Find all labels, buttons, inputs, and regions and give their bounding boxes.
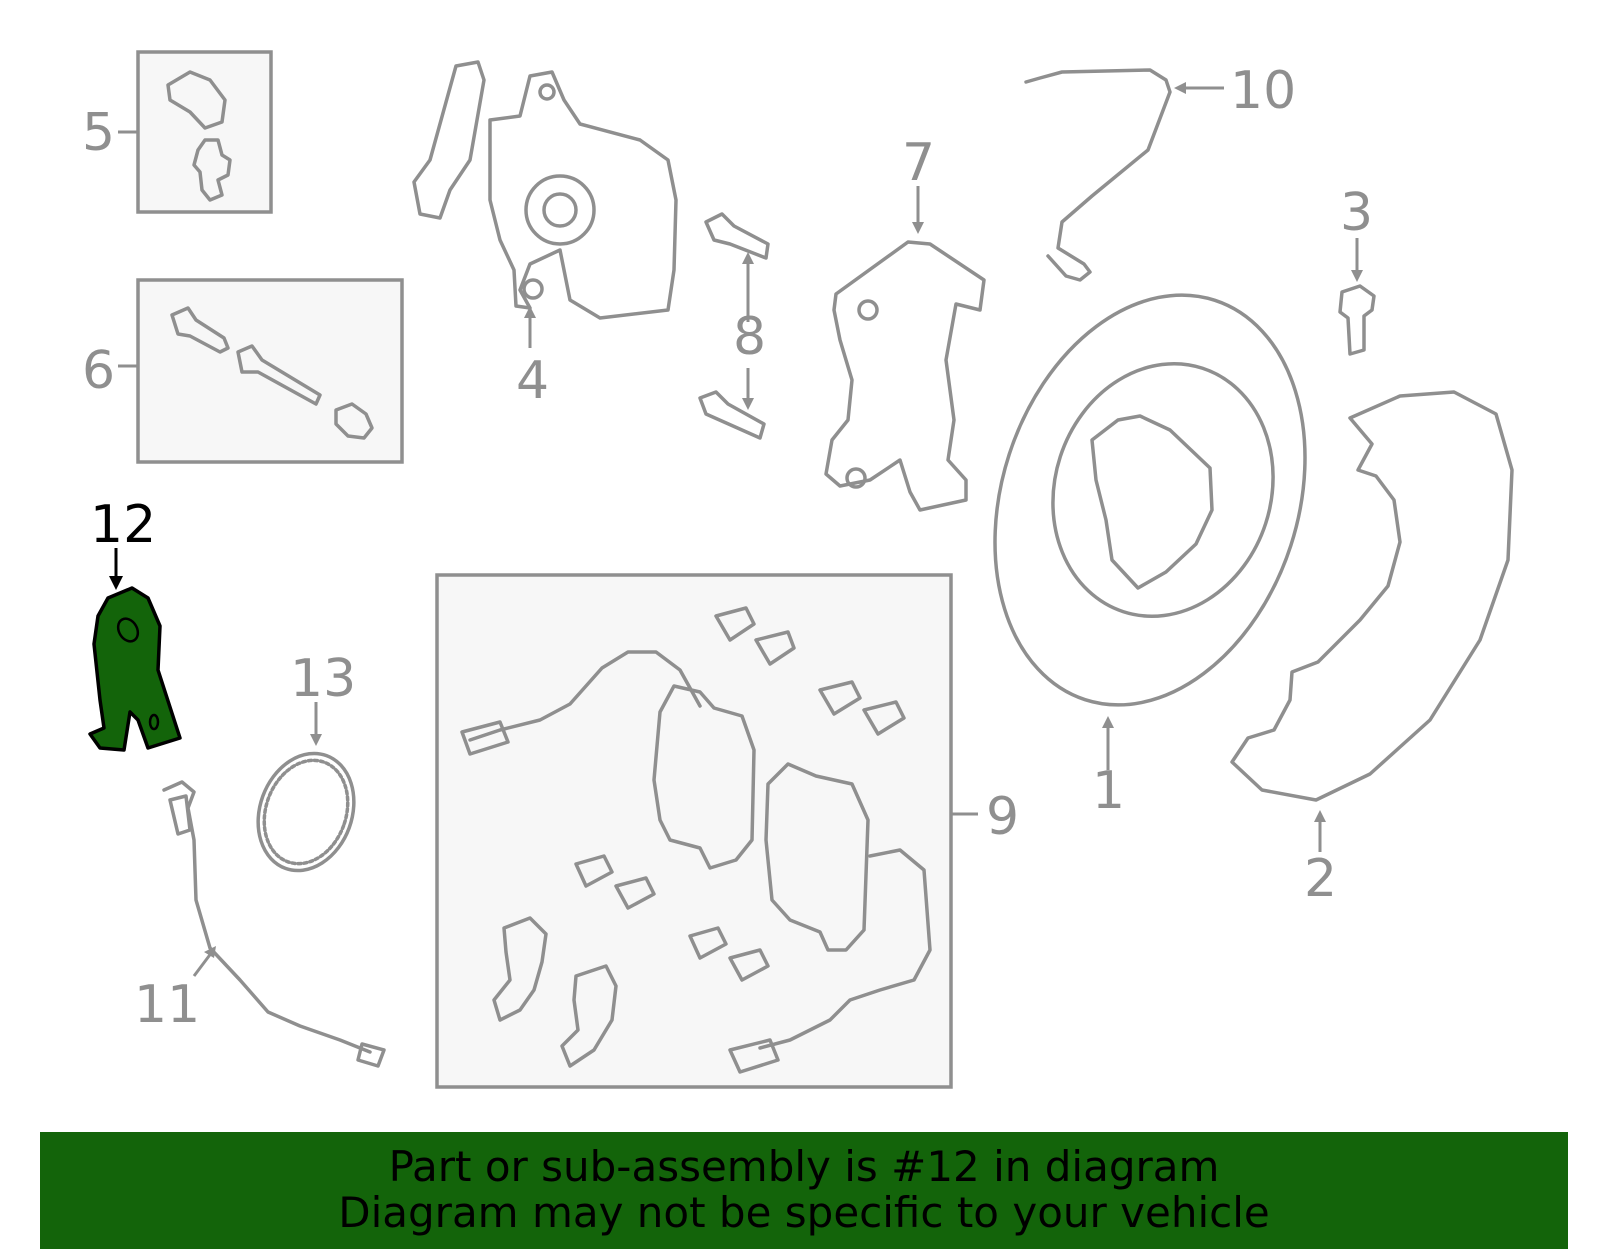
- part-12-hole-upper: [116, 617, 140, 643]
- callout-4: 4: [516, 351, 549, 411]
- part-12-group[interactable]: 12: [88, 495, 182, 752]
- part-11-arrow: [204, 946, 216, 958]
- part-4-bleeder-hole: [538, 83, 556, 101]
- part-9-sensor-plug-lower: [728, 1038, 780, 1074]
- part-3-bolt: [1338, 284, 1376, 356]
- banner-line-2: Diagram may not be specific to your vehi…: [338, 1188, 1270, 1237]
- part-8-arrow-up: [742, 252, 754, 264]
- part-4-group[interactable]: 4: [412, 60, 678, 411]
- part-11-sensor-head: [168, 794, 192, 836]
- info-banner: Part or sub-assembly is #12 in diagram D…: [40, 1132, 1568, 1249]
- part-8-upper-bolt: [704, 212, 770, 260]
- part-9-box: [435, 573, 953, 1089]
- part-7-group[interactable]: 7: [824, 133, 986, 512]
- part-9-sensor-plug-upper: [460, 720, 510, 756]
- part-9-clips-lower-right: [688, 926, 770, 982]
- callout-12: 12: [90, 495, 156, 555]
- part-2-dust-shield: [1230, 390, 1514, 802]
- banner-line-1: Part or sub-assembly is #12 in diagram: [388, 1142, 1220, 1191]
- part-8-group[interactable]: 8: [698, 212, 770, 440]
- part-9-clips-top: [714, 606, 796, 666]
- part-10-arrow: [1174, 82, 1186, 94]
- part-9-pad-lower: [764, 762, 870, 952]
- part-9-clips-lower-left: [574, 854, 656, 910]
- part-9-wear-sensor-upper: [468, 650, 702, 742]
- part-5-group[interactable]: 5: [82, 50, 273, 214]
- callout-13: 13: [290, 649, 356, 709]
- part-4-piston: [542, 192, 578, 228]
- part-12-hole-lower: [148, 713, 160, 731]
- part-11-group[interactable]: 11: [134, 780, 386, 1068]
- part-7-arrow: [912, 222, 924, 234]
- part-12-arrow: [109, 576, 123, 590]
- callout-8: 8: [733, 307, 766, 367]
- part-6-bolt: [170, 306, 230, 354]
- callout-1: 1: [1092, 761, 1125, 821]
- part-11-sensor-connector: [356, 1042, 386, 1068]
- part-10-group[interactable]: 10: [1024, 61, 1296, 282]
- part-8-lower-bolt: [698, 390, 766, 440]
- part-6-boot: [334, 402, 374, 440]
- callout-2: 2: [1304, 849, 1337, 909]
- part-4-caliper-body: [488, 70, 678, 320]
- part-1-arrow: [1102, 716, 1114, 728]
- part-13-group[interactable]: 13: [242, 649, 369, 884]
- part-9-clips-mid: [818, 680, 906, 736]
- part-12-bracket: [88, 586, 182, 752]
- part-9-shim-left: [492, 916, 548, 1022]
- part-1-rotor-outer: [993, 293, 1307, 707]
- part-7-hole-upper: [857, 299, 879, 321]
- part-13-tone-ring-teeth: [262, 758, 350, 866]
- part-13-tone-ring-outer: [256, 751, 356, 873]
- callout-5: 5: [82, 103, 115, 163]
- part-9-wear-sensor-lower: [758, 848, 932, 1050]
- part-4-arrow: [524, 306, 536, 318]
- part-9-shim-right: [560, 964, 618, 1068]
- part-9-pad-upper: [652, 684, 756, 870]
- part-9-group[interactable]: 9: [435, 573, 1019, 1089]
- part-5-fitting-head: [166, 70, 227, 130]
- part-8-arrow-down: [742, 398, 754, 410]
- callout-6: 6: [82, 341, 115, 401]
- part-2-group[interactable]: 2: [1230, 390, 1514, 909]
- part-6-box: [136, 278, 404, 464]
- callout-3: 3: [1340, 183, 1373, 243]
- part-4-caliper-bracket-arm: [412, 60, 486, 220]
- part-1-group[interactable]: 1: [944, 255, 1355, 821]
- part-2-arrow: [1314, 810, 1326, 822]
- callout-10: 10: [1230, 61, 1296, 121]
- part-4-mount-hole: [522, 278, 544, 300]
- part-5-fitting-body: [192, 138, 232, 202]
- part-13-arrow: [310, 734, 322, 746]
- part-1-hub-face: [1090, 414, 1214, 590]
- part-6-guide-pin: [236, 344, 322, 406]
- callout-7: 7: [902, 133, 935, 193]
- part-3-arrow: [1351, 270, 1363, 282]
- part-3-group[interactable]: 3: [1338, 183, 1376, 356]
- callout-11: 11: [134, 975, 200, 1035]
- part-10-hose-line: [1024, 68, 1172, 282]
- part-11-leader: [192, 951, 214, 977]
- callout-9: 9: [986, 787, 1019, 847]
- part-7-hole-lower: [845, 467, 867, 489]
- part-7-caliper-mount-bracket: [824, 240, 986, 512]
- part-6-group[interactable]: 6: [82, 278, 404, 464]
- part-1-rotor-inner: [1051, 362, 1275, 618]
- part-11-sensor-cable: [162, 780, 372, 1054]
- part-4-piston-bore: [524, 174, 596, 246]
